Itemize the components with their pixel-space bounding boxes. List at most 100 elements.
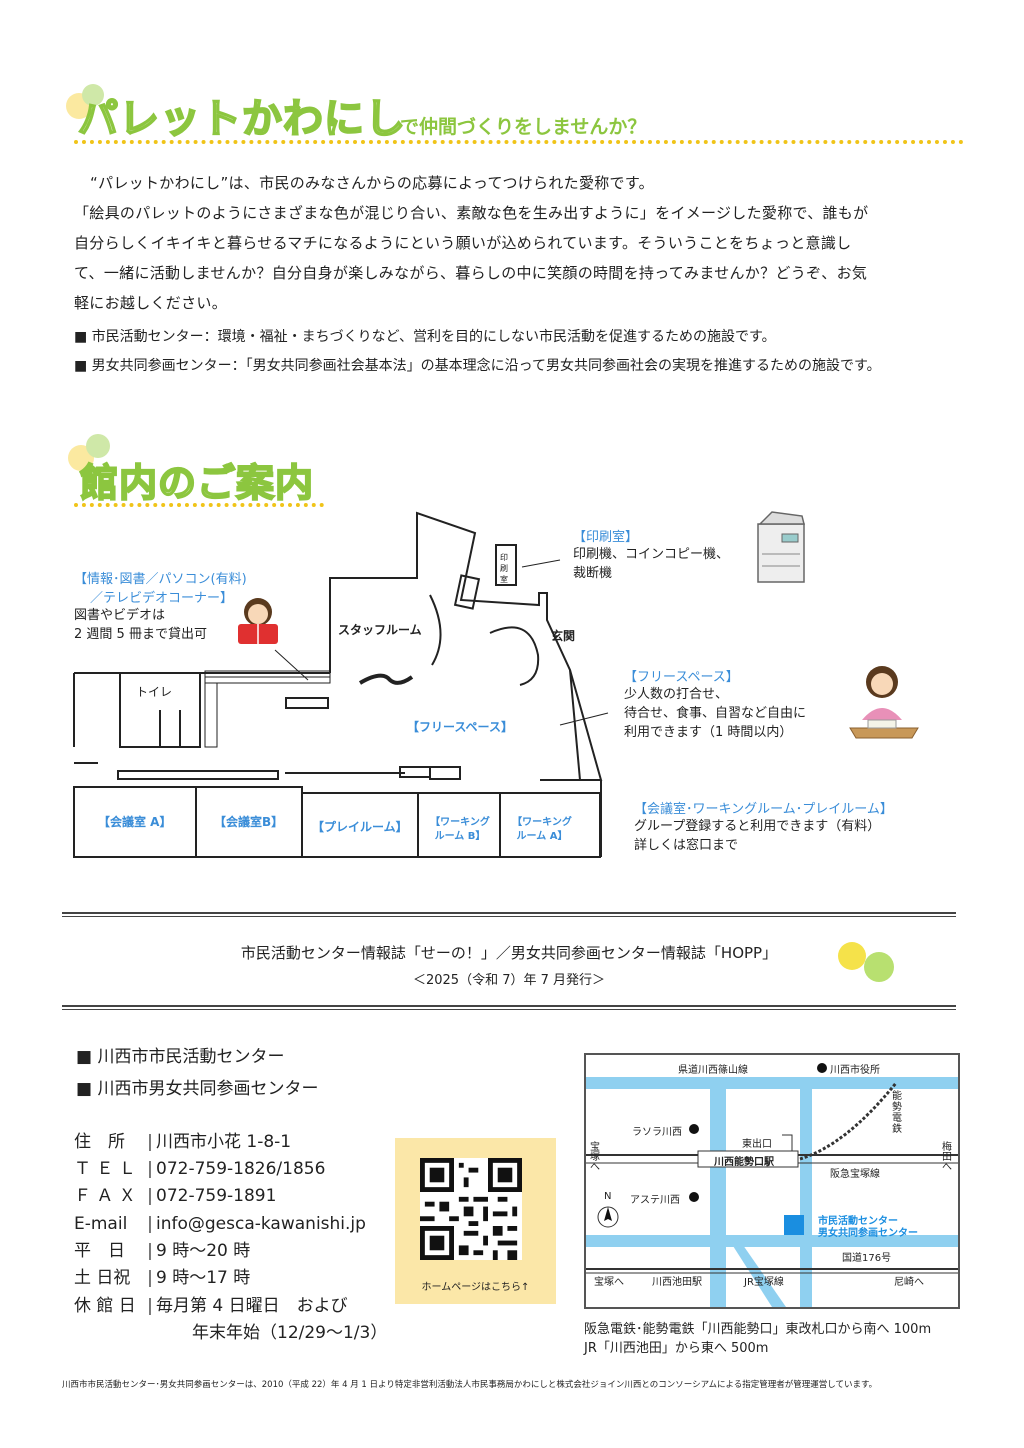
map-rail-nose: [799, 1082, 898, 1161]
guide-title: 館内のご案内: [79, 460, 315, 506]
intro-line: 軽にお越しください。: [74, 294, 228, 312]
decor-circle-green: [86, 434, 110, 458]
annotation-info: 【情報･図書／パソコン(有料) ／テレビデオコーナー】 図書やビデオは 2 週間…: [74, 572, 247, 642]
center-name-civic: ■ 川西市市民活動センター: [76, 1047, 285, 1067]
room-free: 【フリースペース】: [407, 720, 513, 734]
bullet-civic-center: ■ 市民活動センター：環境・福祉・まちづくりなど、営利を目的にしない市民活動を促…: [74, 329, 776, 345]
map-label-north: N: [604, 1191, 612, 1202]
map-label-east-exit: 東出口: [742, 1139, 772, 1150]
smiley-yellow-icon: [838, 942, 866, 970]
plan-print-room: [495, 544, 517, 586]
info-closed-days: 休 館 日|毎月第 4 日曜日 および: [74, 1296, 348, 1316]
room-working-b: 【ワーキング ルーム B】: [430, 817, 490, 842]
map-label-route176: 国道176号: [842, 1253, 892, 1264]
map-label-amagasaki: 尼崎へ: [894, 1277, 924, 1288]
map-lasora-marker: [689, 1124, 699, 1134]
room-meeting-a: 【会議室 A】: [98, 815, 172, 829]
map-label-road-top: 県道川西篠山線: [678, 1065, 748, 1076]
plan-pointer: [559, 712, 609, 726]
info-fax: Ｆ Ａ Ｘ|072-759-1891: [74, 1186, 277, 1206]
plan-cabinet: [453, 574, 481, 610]
map-label-aste: アステ川西: [630, 1195, 680, 1206]
map-center-marker: [784, 1215, 804, 1235]
page-title: パレットかわにし: [77, 95, 406, 143]
plan-pointer: [521, 559, 561, 568]
annotation-print: 【印刷室】 印刷機、コインコピー機、 裁断機: [573, 530, 730, 581]
info-weekday-hours: 平 日|9 時～20 時: [74, 1241, 251, 1261]
divider-top: [62, 912, 956, 917]
map-label-nose-rail: 能勢電鉄: [892, 1091, 902, 1135]
page-subtitle: で仲間づくりをしませんか？: [400, 116, 647, 138]
plan-curve: [489, 626, 540, 686]
room-entrance: 玄関: [551, 629, 576, 643]
plan-wall: [569, 669, 581, 781]
studying-person-icon: [849, 666, 919, 739]
plan-desk: [285, 697, 329, 709]
annotation-meeting: 【会議室･ワーキングルーム･プレイルーム】 グループ登録すると利用できます（有料…: [634, 802, 893, 853]
center-name-gender: ■ 川西市男女共同参画センター: [76, 1079, 319, 1099]
map-label-station: 川西能勢口駅: [714, 1157, 774, 1168]
map-label-center2: 男女共同参画センター: [818, 1228, 918, 1239]
map-road: [710, 1077, 726, 1307]
guide-underline: [74, 503, 324, 507]
qr-caption: ホームページはこちら↑: [421, 1282, 530, 1293]
footer-note: 川西市市民活動センター･男女共同参画センターは、2010（平成 22）年 4 月…: [62, 1380, 878, 1390]
intro-line: “パレットかわにし”は、市民のみなさんからの応募によってつけられた愛称です。: [90, 174, 654, 192]
map-road: [726, 1235, 786, 1307]
qr-panel[interactable]: ホームページはこちら↑: [395, 1138, 556, 1304]
copier-icon: [757, 511, 805, 583]
floor-plan: [73, 511, 609, 858]
plan-brick-wall: [204, 682, 218, 748]
room-meeting-b: 【会議室B】: [214, 815, 284, 829]
divider-bottom: [62, 1005, 956, 1010]
map-aste-marker: [689, 1192, 699, 1202]
publication-date: ＜2025（令和 7）年 7 月発行＞: [412, 973, 606, 988]
intro-line: 「絵具のパレットのようにさまざまな色が混じり合い、素敵な色を生み出すように」をイ…: [74, 204, 869, 222]
map-label-takarazuka-bottom: 宝塚へ: [594, 1277, 624, 1288]
room-working-a: 【ワーキング ルーム A】: [512, 817, 572, 842]
map-graphics: [586, 1063, 958, 1307]
plan-partition: [117, 770, 279, 780]
plan-partition: [429, 766, 461, 780]
map-label-umeda: 梅田へ: [942, 1142, 952, 1173]
intro-line: 自分らしくイキイキと暮らせるマチになるようにという願いが込められています。そうい…: [74, 234, 852, 252]
map-station: [697, 1150, 799, 1168]
map-road: [586, 1077, 958, 1089]
intro-line: て、一緒に活動しませんか？自分自身が楽しみながら、暮らしの中に笑顔の時間を持って…: [74, 264, 868, 282]
qr-code-icon[interactable]: [420, 1158, 522, 1260]
map-road: [800, 1077, 812, 1307]
access-hankyu: 阪急電鉄･能勢電鉄「川西能勢口」東改札口から南へ 100m: [584, 1322, 932, 1337]
room-staff: スタッフルーム: [338, 623, 422, 637]
title-underline: [74, 140, 964, 144]
room-print-vertical: 印刷室: [500, 553, 508, 584]
decor-circle-green: [82, 84, 104, 106]
map-label-lasora: ラソラ川西: [632, 1127, 682, 1138]
info-closed-extra: 年末年始（12/29～1/3）: [192, 1323, 388, 1343]
plan-curve: [358, 673, 414, 685]
plan-curve: [429, 594, 442, 666]
info-weekend-hours: 土 日祝|9 時～17 時: [74, 1268, 251, 1288]
smiley-green-icon: [864, 952, 894, 982]
map-label-jr: JR宝塚線: [744, 1277, 784, 1288]
map-label-city-hall: 川西市役所: [830, 1065, 880, 1076]
plan-wall: [329, 511, 603, 781]
room-toilet: トイレ: [136, 685, 173, 699]
room-play: 【プレイルーム】: [312, 820, 408, 834]
publication-title: 市民活動センター情報誌「せーの！」／男女共同参画センター情報誌「HOPP」: [240, 944, 778, 962]
access-jr: JR「川西池田」から東へ 500m: [584, 1341, 769, 1356]
intro-text: “パレットかわにし”は、市民のみなさんからの応募によってつけられた愛称です。 「…: [74, 168, 964, 318]
map-label-hankyu: 阪急宝塚線: [830, 1169, 880, 1180]
info-email: E-mail|info@gesca-kawanishi.jp: [74, 1214, 366, 1234]
access-map: 県道川西篠山線 川西市役所 能勢電鉄 ラソラ川西 東出口 川西能勢口駅 宝塚へ …: [584, 1053, 960, 1309]
reading-person-icon: [238, 598, 278, 644]
info-tel: Ｔ Ｅ Ｌ|072-759-1826/1856: [74, 1159, 326, 1179]
map-label-takarazuka-left: 宝塚へ: [590, 1142, 600, 1173]
bullet-gender-center: ■ 男女共同参画センター：「男女共同参画社会基本法」の基本理念に沿って男女共同参…: [74, 358, 881, 374]
annotation-free: 【フリースペース】 少人数の打合せ、 待合せ、食事、自習など自由に 利用できます…: [624, 670, 807, 740]
map-label-ikeda: 川西池田駅: [652, 1277, 702, 1288]
plan-desk: [399, 766, 431, 778]
map-road: [586, 1235, 958, 1247]
map-city-hall-marker: [817, 1063, 827, 1073]
map-label-center1: 市民活動センター: [818, 1216, 898, 1227]
info-address: 住 所|川西市小花 1-8-1: [74, 1132, 292, 1152]
